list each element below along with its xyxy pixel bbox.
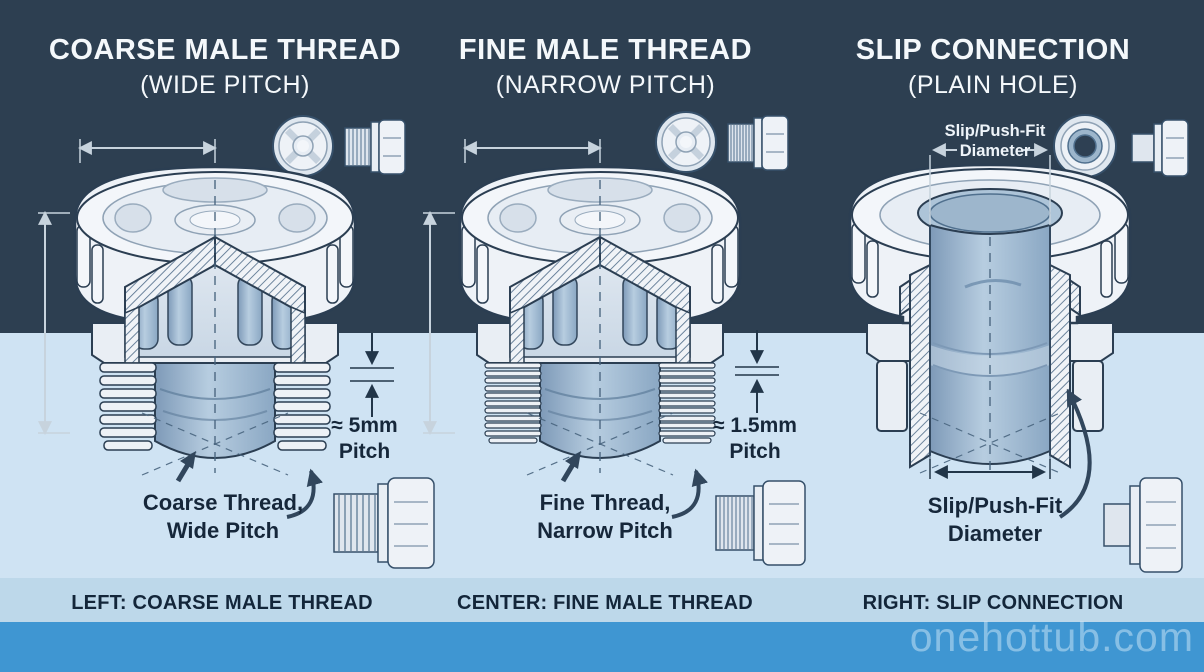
pitch-value-coarse: ≈ 5mm: [331, 414, 398, 437]
callout-coarse: Coarse Thread, Wide Pitch: [118, 489, 328, 544]
footer-caption-left: LEFT: COARSE MALE THREAD: [71, 592, 373, 614]
pitch-word-fine: Pitch: [729, 440, 781, 464]
plug-side-icon-slip: [1103, 477, 1183, 573]
title-fine: FINE MALE THREAD: [458, 34, 753, 66]
callout-fine-line2: Narrow Pitch: [537, 517, 673, 543]
main-diagram-fine: [423, 139, 779, 519]
column-title-fine: FINE MALE THREAD (NARROW PITCH): [418, 36, 793, 98]
footer-caption-right: RIGHT: SLIP CONNECTION: [862, 592, 1124, 614]
plug-side-icon-coarse: [333, 477, 435, 569]
top-label-slip-line1: Slip/Push-Fit: [944, 122, 1046, 140]
title-coarse: COARSE MALE THREAD: [48, 34, 402, 66]
pitch-word-coarse: Pitch: [338, 440, 391, 464]
callout-slip: Slip/Push-Fit Diameter: [890, 492, 1100, 547]
subtitle-fine: (NARROW PITCH): [495, 71, 716, 99]
top-label-slip-line2: Diameter: [959, 141, 1031, 160]
callout-slip-line2: Diameter: [947, 520, 1043, 546]
title-slip: SLIP CONNECTION: [855, 34, 1131, 66]
pitch-value-fine: ≈ 1.5mm: [713, 414, 797, 437]
callout-coarse-line2: Wide Pitch: [166, 517, 280, 543]
column-title-coarse: COARSE MALE THREAD (WIDE PITCH): [40, 36, 410, 98]
plug-side-icon-fine: [715, 480, 806, 566]
subtitle-slip: (PLAIN HOLE): [908, 71, 1078, 99]
top-view-and-side-view-icon-coarse: [272, 115, 406, 177]
footer-strip: [0, 622, 1204, 672]
column-title-slip: SLIP CONNECTION (PLAIN HOLE): [808, 36, 1178, 98]
subtitle-coarse: (WIDE PITCH): [140, 71, 310, 99]
footer-caption-center: CENTER: FINE MALE THREAD: [457, 592, 753, 614]
caption-band: [0, 578, 1204, 622]
main-diagram-slip: [848, 143, 1132, 519]
watermark: onehottub.com: [909, 614, 1194, 660]
callout-fine: Fine Thread, Narrow Pitch: [500, 489, 710, 544]
main-diagram-coarse: [38, 139, 394, 519]
top-view-and-side-view-icon-fine: [655, 111, 789, 173]
callout-coarse-line1: Coarse Thread,: [142, 490, 304, 515]
top-label-slip-diameter: Slip/Push-Fit Diameter: [895, 122, 1095, 162]
pitch-label-fine: ≈ 1.5mm Pitch: [700, 413, 810, 466]
callout-fine-line1: Fine Thread,: [539, 490, 671, 515]
pitch-label-coarse: ≈ 5mm Pitch: [312, 413, 417, 466]
callout-slip-line1: Slip/Push-Fit: [927, 493, 1063, 518]
